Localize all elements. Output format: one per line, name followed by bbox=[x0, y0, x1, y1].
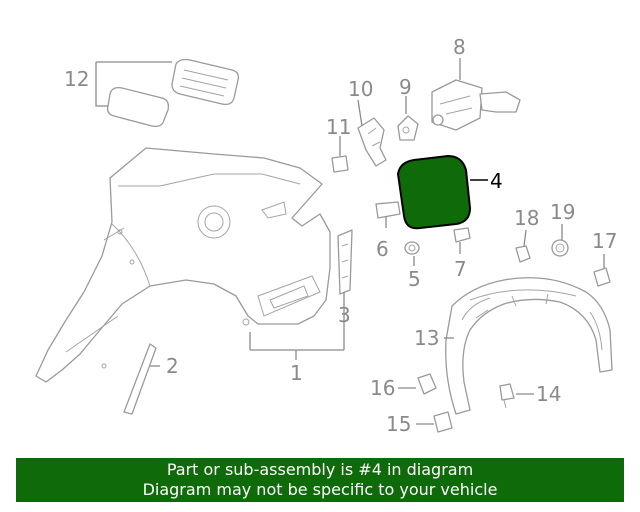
callout-2: 2 bbox=[166, 354, 179, 378]
callout-14: 14 bbox=[536, 382, 561, 406]
hinge-part[interactable] bbox=[357, 117, 387, 167]
plug-part[interactable] bbox=[453, 227, 471, 243]
clip-part-18[interactable] bbox=[515, 245, 531, 263]
quarter-panel-part[interactable] bbox=[35, 147, 331, 383]
grommet-part[interactable] bbox=[551, 239, 569, 257]
callout-17: 17 bbox=[592, 229, 617, 253]
extension-bracket-part[interactable] bbox=[337, 229, 353, 295]
pad-part[interactable] bbox=[375, 201, 401, 219]
parts-diagram: 1 2 3 4 5 6 7 8 9 10 11 12 13 14 15 16 1… bbox=[35, 35, 617, 436]
callout-9: 9 bbox=[399, 75, 412, 99]
leader-lines bbox=[95, 58, 605, 425]
callout-11: 11 bbox=[326, 115, 351, 139]
fender-liner-part[interactable] bbox=[445, 277, 613, 415]
clip-part-15[interactable] bbox=[433, 411, 453, 433]
callout-15: 15 bbox=[386, 412, 411, 436]
callout-8: 8 bbox=[453, 35, 466, 59]
callout-10: 10 bbox=[348, 77, 373, 101]
callout-6: 6 bbox=[376, 237, 389, 261]
air-vent-part[interactable] bbox=[106, 58, 240, 128]
callout-3: 3 bbox=[338, 303, 351, 327]
callout-7: 7 bbox=[454, 257, 467, 281]
banner-line-part: Part or sub-assembly is #4 in diagram bbox=[166, 460, 474, 479]
hinge-bracket-part[interactable] bbox=[397, 115, 419, 141]
clip-part-16[interactable] bbox=[417, 373, 437, 395]
screw-part[interactable] bbox=[499, 383, 515, 409]
clip-part[interactable] bbox=[331, 155, 349, 173]
callout-13: 13 bbox=[414, 326, 439, 350]
callout-5: 5 bbox=[408, 267, 421, 291]
bushing-part[interactable] bbox=[404, 241, 420, 255]
callout-19: 19 bbox=[550, 200, 575, 224]
fuel-filler-door-part[interactable] bbox=[396, 154, 472, 230]
lock-actuator-part[interactable] bbox=[431, 79, 521, 131]
callout-18: 18 bbox=[514, 206, 539, 230]
callout-12: 12 bbox=[64, 67, 89, 91]
clip-part-17[interactable] bbox=[593, 267, 611, 287]
banner-line-disclaimer: Diagram may not be specific to your vehi… bbox=[142, 480, 498, 499]
callout-16: 16 bbox=[370, 376, 395, 400]
callout-4[interactable]: 4 bbox=[490, 169, 503, 193]
moulding-strip-part[interactable] bbox=[123, 343, 157, 415]
part-info-banner: Part or sub-assembly is #4 in diagram Di… bbox=[16, 458, 624, 502]
callout-1: 1 bbox=[290, 361, 303, 385]
